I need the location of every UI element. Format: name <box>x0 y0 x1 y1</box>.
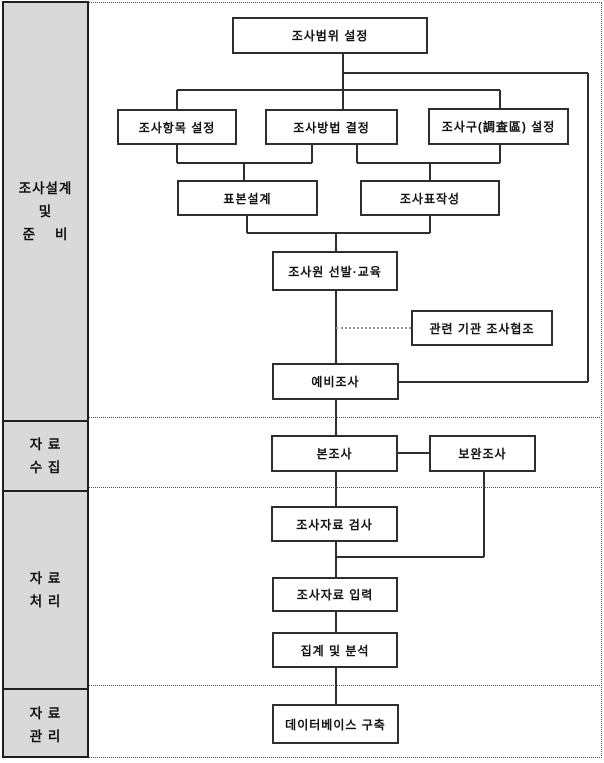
connector-feedback-right <box>587 73 589 382</box>
node-data-check: 조사자료 검사 <box>271 506 398 542</box>
node-sample-design: 표본설계 <box>177 180 318 216</box>
sidebar-section-label: 자 료 <box>29 437 62 452</box>
main-area-dotted-border <box>89 2 602 758</box>
node-aggregation-analysis: 집계 및 분석 <box>272 632 398 668</box>
connector-scope-to-method-spine <box>342 54 344 109</box>
connector-distribution-bar <box>177 89 500 91</box>
sidebar-section-label: 관 리 <box>29 728 62 744</box>
connector-to-questionnaire <box>429 163 431 180</box>
connector-analysis-to-database <box>335 668 337 704</box>
connector-mid-join-bar <box>247 232 430 234</box>
connector-right-join-bar <box>357 162 500 164</box>
node-district-setting: 조사구(調査區) 설정 <box>428 108 569 145</box>
sidebar-section-label: 처 리 <box>29 594 62 609</box>
connector-branch-to-cooperation <box>336 327 411 329</box>
node-questionnaire-making: 조사표작성 <box>360 180 500 216</box>
connector-section-divider-2 <box>89 487 602 488</box>
node-scope-setting: 조사범위 설정 <box>232 17 428 54</box>
connector-supplementary-down <box>483 472 485 557</box>
connector-check-to-entry <box>335 542 337 577</box>
connector-feedback-top <box>343 72 588 74</box>
connector-to-recruit <box>335 233 337 251</box>
node-pilot-survey: 예비조사 <box>272 363 399 400</box>
connector-questionnaire-down <box>429 216 431 233</box>
connector-stub-to-item <box>176 90 178 109</box>
node-recruit-training: 조사원 선발·교육 <box>272 251 398 291</box>
connector-method-down-left <box>311 145 313 163</box>
node-data-entry: 조사자료 입력 <box>272 577 398 612</box>
connector-to-sample-design <box>243 163 245 180</box>
connector-section-divider-1 <box>89 417 602 418</box>
node-agency-cooperation: 관련 기관 조사협조 <box>411 310 553 346</box>
sidebar-section-label: 자 료 <box>29 571 62 586</box>
connector-item-down <box>176 145 178 163</box>
sidebar-section-label: 자 료 <box>29 705 62 721</box>
node-item-setting: 조사항목 설정 <box>117 109 237 145</box>
node-supplementary-survey: 보완조사 <box>429 435 536 472</box>
connector-district-down <box>499 145 501 163</box>
connector-method-down-right <box>356 145 358 163</box>
node-main-survey: 본조사 <box>271 435 398 472</box>
connector-supplementary-join-bar <box>336 556 484 558</box>
connector-stub-to-district <box>499 90 501 108</box>
connector-entry-to-analysis <box>335 612 337 632</box>
connector-section-divider-3 <box>89 685 602 686</box>
sidebar-section-label: 및 <box>38 204 53 219</box>
sidebar-section-label: 조사설계 <box>18 181 73 196</box>
connector-main-to-supplementary <box>398 452 429 454</box>
connector-sample-down <box>246 216 248 233</box>
sidebar-section-label: 준 비 <box>22 227 69 242</box>
connector-main-to-check <box>335 472 337 506</box>
sidebar-section-label: 수 집 <box>29 460 62 475</box>
node-database-build: 데이터베이스 구축 <box>272 704 399 744</box>
connector-feedback-into-pilot <box>399 381 588 383</box>
node-method-decision: 조사방법 결정 <box>265 109 398 145</box>
